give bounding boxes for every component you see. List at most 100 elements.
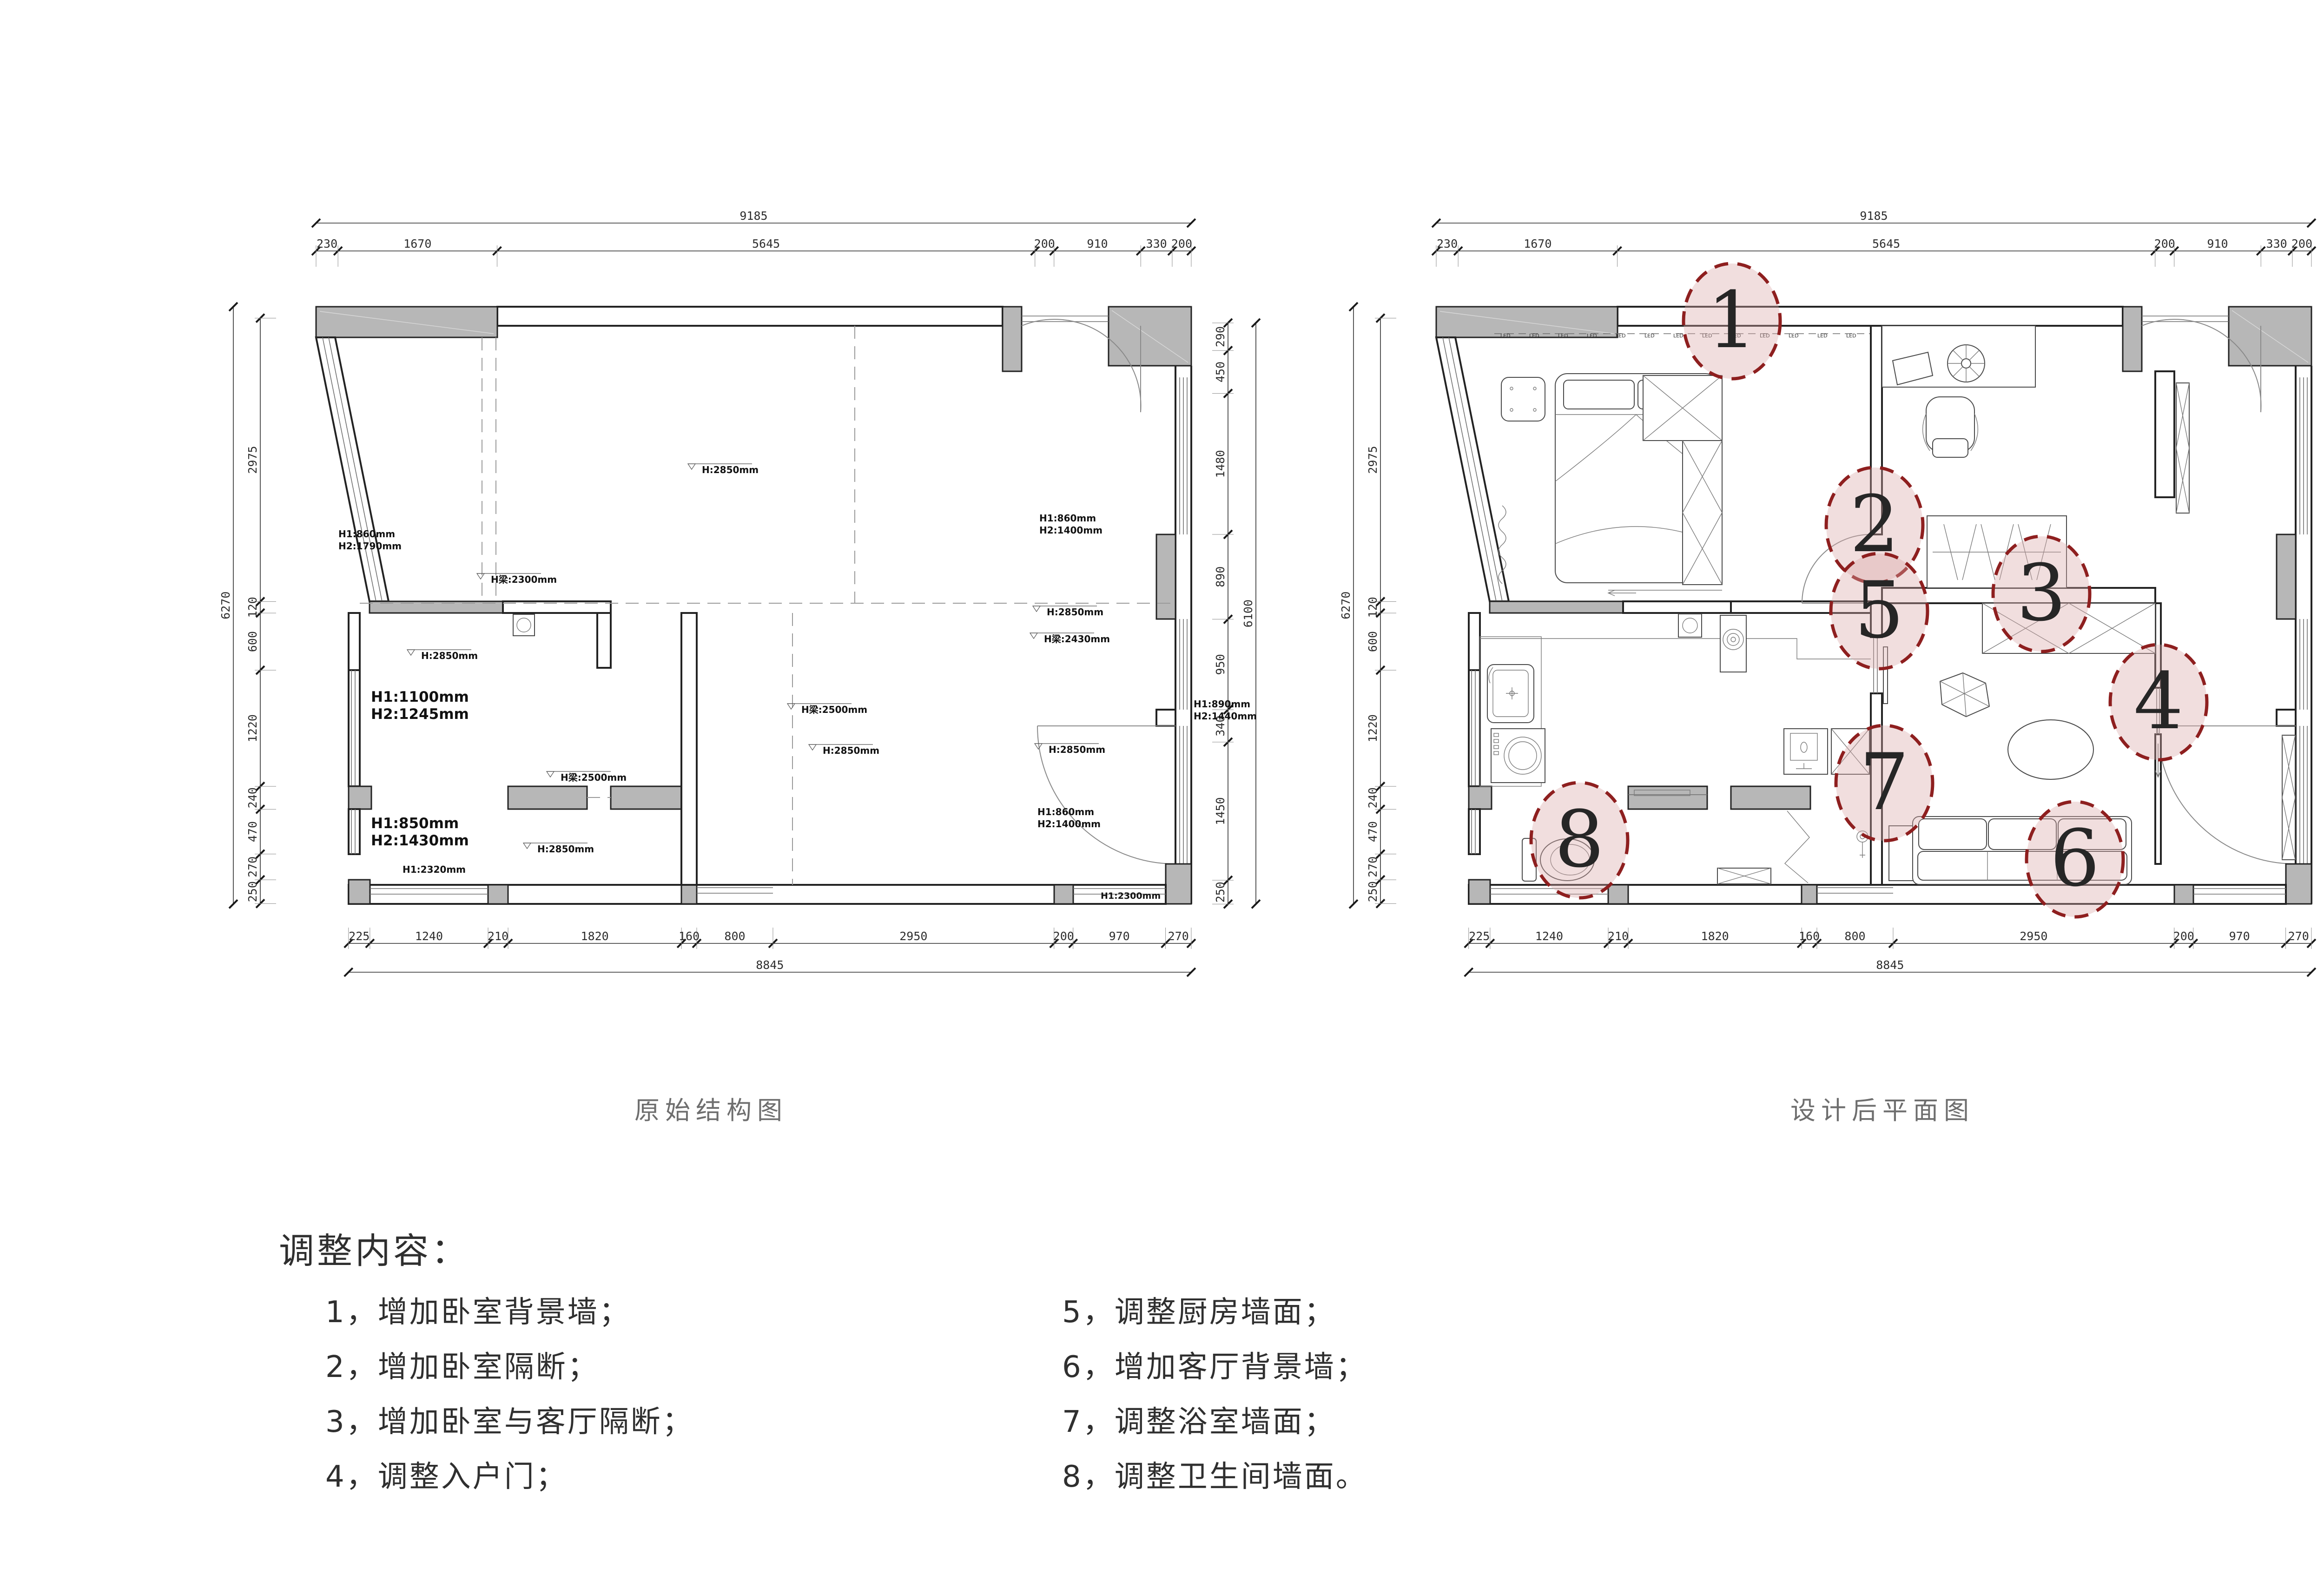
- svg-text:H:2850mm: H:2850mm: [823, 745, 879, 756]
- svg-text:5645: 5645: [752, 237, 780, 250]
- svg-text:230: 230: [1437, 237, 1458, 250]
- svg-text:H1:860mm: H1:860mm: [338, 528, 395, 540]
- note-item: 6，增加客厅背景墙；: [1062, 1350, 1367, 1384]
- designed-floor-plan: 2301670564520091033020091852251240210182…: [1339, 209, 2317, 977]
- counter: [1479, 636, 1542, 787]
- svg-text:270: 270: [1168, 929, 1189, 943]
- svg-text:250: 250: [1366, 881, 1380, 902]
- svg-text:2950: 2950: [2020, 929, 2047, 943]
- svg-text:LED: LED: [1500, 333, 1511, 339]
- bedroom-furniture: [1494, 333, 1870, 596]
- svg-text:8845: 8845: [756, 958, 784, 972]
- svg-text:120: 120: [246, 597, 259, 618]
- kitchen-furniture: [1479, 613, 1871, 787]
- svg-text:1220: 1220: [1366, 714, 1380, 742]
- svg-text:210: 210: [488, 929, 508, 943]
- svg-text:1670: 1670: [403, 237, 431, 250]
- original-structure-plan: 2301670564520091033020091852251240210182…: [219, 209, 1261, 977]
- balcony-cabinet: [2282, 735, 2296, 860]
- svg-text:270: 270: [1366, 856, 1380, 877]
- svg-text:H:2850mm: H:2850mm: [702, 464, 759, 475]
- svg-text:1: 1: [1707, 275, 1757, 366]
- svg-text:1240: 1240: [415, 929, 443, 943]
- svg-text:6100: 6100: [1241, 599, 1255, 627]
- notes-title: 调整内容：: [279, 1230, 469, 1271]
- svg-text:1820: 1820: [581, 929, 609, 943]
- svg-text:800: 800: [1844, 929, 1865, 943]
- adjustment-marker-5: 5: [1829, 552, 1929, 671]
- svg-text:290: 290: [1214, 326, 1227, 347]
- svg-text:H2:1245mm: H2:1245mm: [371, 706, 469, 723]
- right-plan-caption: 设计后平面图: [1790, 1096, 1974, 1125]
- svg-text:470: 470: [1366, 821, 1380, 842]
- svg-text:LED: LED: [1731, 333, 1741, 339]
- svg-text:1480: 1480: [1214, 450, 1227, 478]
- svg-text:200: 200: [1171, 237, 1192, 250]
- svg-text:LED: LED: [1760, 333, 1770, 339]
- svg-text:LED: LED: [1558, 333, 1568, 339]
- adjustment-marker-8: 8: [1529, 781, 1630, 900]
- note-item: 8，调整卫生间墙面。: [1062, 1460, 1367, 1494]
- adjustment-marker-7: 7: [1834, 724, 1934, 843]
- note-item: 1，增加卧室背景墙；: [325, 1295, 631, 1330]
- wardrobe-tall: [1682, 440, 1723, 585]
- svg-text:240: 240: [246, 787, 259, 808]
- svg-text:9185: 9185: [739, 209, 767, 223]
- cloakroom-furniture: [1882, 325, 2190, 588]
- svg-text:600: 600: [246, 631, 259, 652]
- note-item: 3，增加卧室与客厅隔断；: [325, 1405, 694, 1439]
- svg-text:H梁:2500mm: H梁:2500mm: [561, 772, 627, 783]
- svg-text:6270: 6270: [1339, 592, 1353, 619]
- svg-text:LED: LED: [1702, 333, 1712, 339]
- svg-text:910: 910: [1087, 237, 1108, 250]
- shower-screen: [1784, 810, 1810, 883]
- svg-text:250: 250: [246, 881, 259, 902]
- bathroom-furniture: [1522, 728, 1870, 884]
- svg-text:1820: 1820: [1701, 929, 1729, 943]
- svg-text:5645: 5645: [1872, 237, 1900, 250]
- svg-text:H1:860mm: H1:860mm: [1039, 513, 1096, 524]
- svg-text:1670: 1670: [1524, 237, 1552, 250]
- picture-frame: [1892, 351, 1934, 386]
- svg-text:9185: 9185: [1860, 209, 1888, 223]
- toilet: [1540, 838, 1595, 881]
- svg-text:LED: LED: [1789, 333, 1799, 339]
- svg-text:H2:1400mm: H2:1400mm: [1039, 525, 1103, 536]
- svg-text:200: 200: [1053, 929, 1074, 943]
- svg-text:330: 330: [2266, 237, 2287, 250]
- entry-cabinet: [2176, 382, 2190, 514]
- svg-text:950: 950: [1214, 654, 1227, 675]
- svg-text:LED: LED: [1846, 333, 1856, 339]
- svg-text:LED: LED: [1673, 333, 1684, 339]
- svg-text:1450: 1450: [1214, 797, 1227, 825]
- svg-text:4: 4: [2134, 656, 2184, 747]
- svg-text:H1:890mm: H1:890mm: [1194, 698, 1250, 710]
- living-furniture: [1883, 603, 2296, 885]
- note-item: 5，调整厨房墙面；: [1062, 1295, 1336, 1330]
- svg-text:H梁:2500mm: H梁:2500mm: [801, 704, 867, 715]
- svg-text:970: 970: [2229, 929, 2250, 943]
- svg-text:LED: LED: [1817, 333, 1828, 339]
- svg-text:160: 160: [679, 929, 700, 943]
- note-item: 2，增加卧室隔断；: [325, 1350, 599, 1384]
- svg-text:H:2850mm: H:2850mm: [1047, 606, 1103, 618]
- svg-text:8: 8: [1555, 794, 1604, 885]
- pillow: [1563, 380, 1635, 409]
- svg-text:7: 7: [1860, 737, 1909, 828]
- svg-text:240: 240: [1366, 787, 1380, 808]
- svg-text:LED: LED: [1529, 333, 1539, 339]
- svg-text:LED: LED: [1616, 333, 1626, 339]
- svg-text:210: 210: [1608, 929, 1629, 943]
- svg-text:970: 970: [1109, 929, 1130, 943]
- svg-text:H1:850mm: H1:850mm: [371, 815, 459, 832]
- coffee-table: [2007, 719, 2094, 780]
- svg-text:8845: 8845: [1876, 958, 1904, 972]
- toilet-tank: [1522, 838, 1537, 882]
- svg-text:H梁:2430mm: H梁:2430mm: [1044, 633, 1110, 645]
- svg-text:2975: 2975: [246, 446, 259, 474]
- svg-text:120: 120: [1366, 597, 1380, 618]
- svg-text:1240: 1240: [1535, 929, 1563, 943]
- svg-text:H1:860mm: H1:860mm: [1037, 806, 1094, 817]
